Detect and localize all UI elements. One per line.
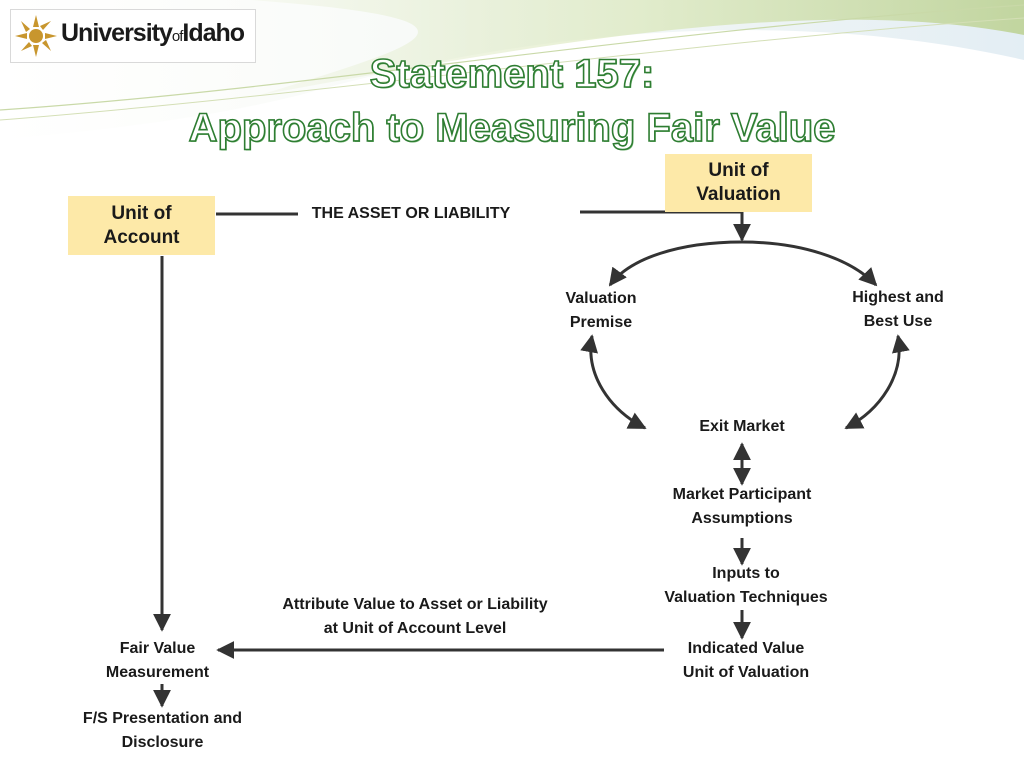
- title-line-2: Approach to Measuring Fair Value: [188, 105, 836, 151]
- asset-or-liability-label: THE ASSET OR LIABILITY: [311, 205, 511, 222]
- exit-market-label: Exit Market: [699, 418, 785, 435]
- title-line-1: Statement 157:: [369, 51, 655, 97]
- arrow-to-highest-best-use: [741, 240, 878, 287]
- arrow-to-valuation-premise: [608, 240, 743, 287]
- logo-wordmark: UniversityofIdaho: [61, 19, 245, 47]
- arrow-bestuse-exit: [844, 334, 910, 430]
- arrow-premise-exit: [580, 334, 647, 430]
- background-swoosh: [0, 0, 1024, 140]
- university-logo: UniversityofIdaho: [10, 9, 256, 63]
- sun-logo-icon: [15, 15, 57, 57]
